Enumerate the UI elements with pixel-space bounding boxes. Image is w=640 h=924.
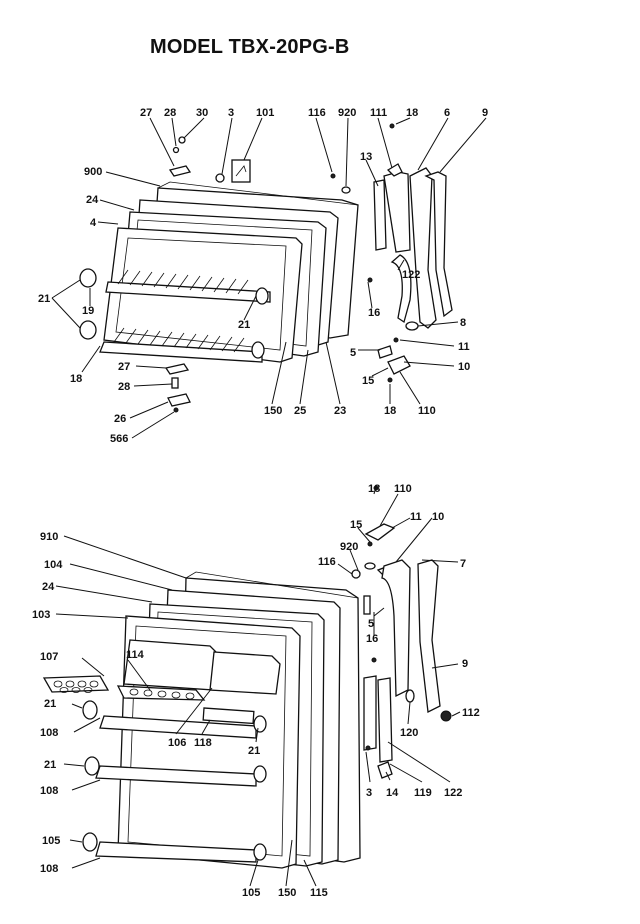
- label-28-b: 28: [118, 381, 130, 393]
- label-3-b: 3: [366, 787, 372, 799]
- label-11-b: 11: [410, 511, 422, 523]
- label-25: 25: [294, 405, 306, 417]
- label-24-a: 24: [86, 194, 99, 206]
- label-18-c: 18: [384, 405, 396, 417]
- label-7: 7: [460, 558, 466, 570]
- label-19: 19: [82, 305, 94, 317]
- label-110-a: 110: [418, 405, 436, 417]
- label-122-b: 122: [444, 787, 462, 799]
- label-920-b: 920: [340, 541, 358, 553]
- label-110-b: 110: [394, 483, 412, 495]
- label-27-b: 27: [118, 361, 130, 373]
- label-108-b: 108: [40, 785, 58, 797]
- label-120: 120: [400, 727, 418, 739]
- label-21-a: 21: [38, 293, 50, 305]
- freezer-door-assembly: [79, 123, 453, 413]
- label-150-a: 150: [264, 405, 282, 417]
- label-920-a: 920: [338, 107, 356, 119]
- label-114: 114: [126, 649, 145, 661]
- label-21-d: 21: [248, 745, 260, 757]
- label-108-a: 108: [40, 727, 58, 739]
- label-122-a: 122: [402, 269, 420, 281]
- label-23: 23: [334, 405, 346, 417]
- label-15-a: 15: [362, 375, 374, 387]
- label-116-b: 116: [318, 556, 336, 568]
- label-118: 118: [194, 737, 212, 749]
- label-566: 566: [110, 433, 128, 445]
- label-5-b: 5: [368, 618, 374, 630]
- freezer-leader-lines: [51, 117, 487, 439]
- label-108-c: 108: [40, 863, 58, 875]
- label-27-a: 27: [140, 107, 152, 119]
- freezer-part-labels: 27 28 30 3 101 116 920 111 18 6 9 900 24…: [38, 107, 488, 445]
- label-8: 8: [460, 317, 466, 329]
- label-111: 111: [370, 107, 387, 119]
- label-26: 26: [114, 413, 126, 425]
- label-5-a: 5: [350, 347, 356, 359]
- label-910: 910: [40, 531, 58, 543]
- label-10-a: 10: [458, 361, 470, 373]
- label-6: 6: [444, 107, 450, 119]
- label-103: 103: [32, 609, 50, 621]
- label-119: 119: [414, 787, 432, 799]
- label-116-a: 116: [308, 107, 326, 119]
- label-14: 14: [386, 787, 399, 799]
- label-115: 115: [310, 887, 328, 899]
- label-13: 13: [360, 151, 372, 163]
- label-112: 112: [462, 707, 480, 719]
- label-18-b: 18: [70, 373, 82, 385]
- label-9-a: 9: [482, 107, 488, 119]
- label-18-a: 18: [406, 107, 418, 119]
- label-24-b: 24: [42, 581, 55, 593]
- label-11-a: 11: [458, 341, 470, 353]
- label-105-a: 105: [42, 835, 60, 847]
- label-16-a: 16: [368, 307, 380, 319]
- label-107: 107: [40, 651, 58, 663]
- label-21-e: 21: [44, 759, 56, 771]
- label-101: 101: [256, 107, 274, 119]
- model-title: MODEL TBX-20PG-B: [150, 36, 350, 58]
- fresh-food-leader-lines: [55, 485, 461, 887]
- label-10-b: 10: [432, 511, 444, 523]
- label-3-a: 3: [228, 107, 234, 119]
- label-15-b: 15: [350, 519, 362, 531]
- label-9-b: 9: [462, 658, 468, 670]
- label-21-b: 21: [238, 319, 250, 331]
- label-106: 106: [168, 737, 186, 749]
- label-30: 30: [196, 107, 208, 119]
- label-21-c: 21: [44, 698, 56, 710]
- label-16-b: 16: [366, 633, 378, 645]
- label-4: 4: [90, 217, 97, 229]
- label-104: 104: [44, 559, 63, 571]
- label-105-b: 105: [242, 887, 260, 899]
- fresh-food-part-labels: 18 110 11 15 10 920 116 7 910 104 24 103…: [32, 483, 480, 899]
- label-28-a: 28: [164, 107, 176, 119]
- fresh-food-door-assembly: [42, 485, 452, 869]
- label-150-b: 150: [278, 887, 296, 899]
- label-900: 900: [84, 166, 102, 178]
- label-18-d: 18: [368, 483, 380, 495]
